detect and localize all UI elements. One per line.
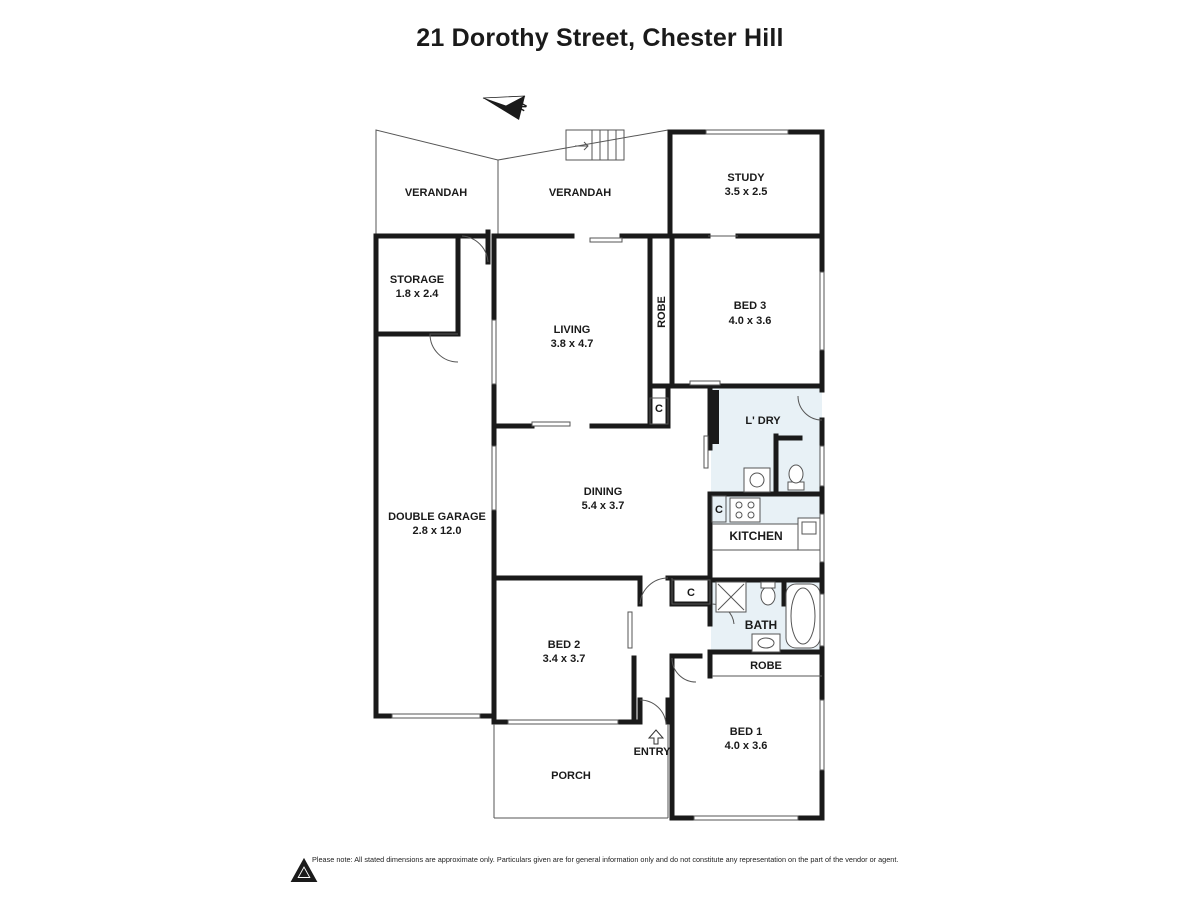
- verandah-outline: [375, 129, 669, 236]
- bed2-dim: 3.4 x 3.7: [543, 653, 586, 665]
- cupboard-kitchen-label: C: [715, 504, 723, 516]
- robe-vertical-label: ROBE: [656, 296, 668, 328]
- verandah-right-label: VERANDAH: [549, 187, 611, 199]
- entry-label: ENTRY: [634, 746, 672, 758]
- study-label: STUDY: [727, 172, 765, 184]
- plan-title: 21 Dorothy Street, Chester Hill: [416, 24, 784, 52]
- cupboard-hall-label: C: [687, 587, 695, 599]
- bed2-label: BED 2: [548, 639, 580, 651]
- robe-horizontal-label: ROBE: [750, 660, 782, 672]
- garage-dim: 2.8 x 12.0: [413, 525, 462, 537]
- porch-label: PORCH: [551, 770, 591, 782]
- study-dim: 3.5 x 2.5: [725, 186, 768, 198]
- bed1-dim: 4.0 x 3.6: [725, 740, 768, 752]
- disclaimer-text: Please note: All stated dimensions are a…: [312, 855, 899, 864]
- kitchen-label: KITCHEN: [729, 529, 782, 543]
- dining-label: DINING: [584, 486, 623, 498]
- verandah-left-label: VERANDAH: [405, 187, 467, 199]
- dining-dim: 5.4 x 3.7: [582, 500, 625, 512]
- living-dim: 3.8 x 4.7: [551, 338, 594, 350]
- bed1-label: BED 1: [730, 726, 762, 738]
- toilet-bath-icon: [760, 586, 776, 606]
- bed3-dim: 4.0 x 3.6: [729, 315, 772, 327]
- logo-icon: [290, 857, 318, 882]
- cooktop-icon: [729, 497, 761, 523]
- bath-label: BATH: [745, 618, 777, 632]
- cupboard-living-label: C: [655, 403, 663, 415]
- laundry-label: L' DRY: [745, 415, 781, 427]
- storage-dim: 1.8 x 2.4: [396, 288, 440, 300]
- bed3-label: BED 3: [734, 300, 766, 312]
- garage-label: DOUBLE GARAGE: [388, 511, 486, 523]
- entry-arrow-icon: [647, 729, 665, 745]
- storage-label: STORAGE: [390, 274, 444, 286]
- compass-icon: [482, 95, 526, 120]
- laundry-wall-block: [709, 390, 719, 444]
- doors: [429, 235, 823, 725]
- fixtures: [715, 464, 821, 653]
- room-labels: VERANDAH VERANDAH STUDY 3.5 x 2.5 STORAG…: [388, 172, 783, 782]
- stairs: [565, 129, 625, 161]
- living-label: LIVING: [554, 324, 591, 336]
